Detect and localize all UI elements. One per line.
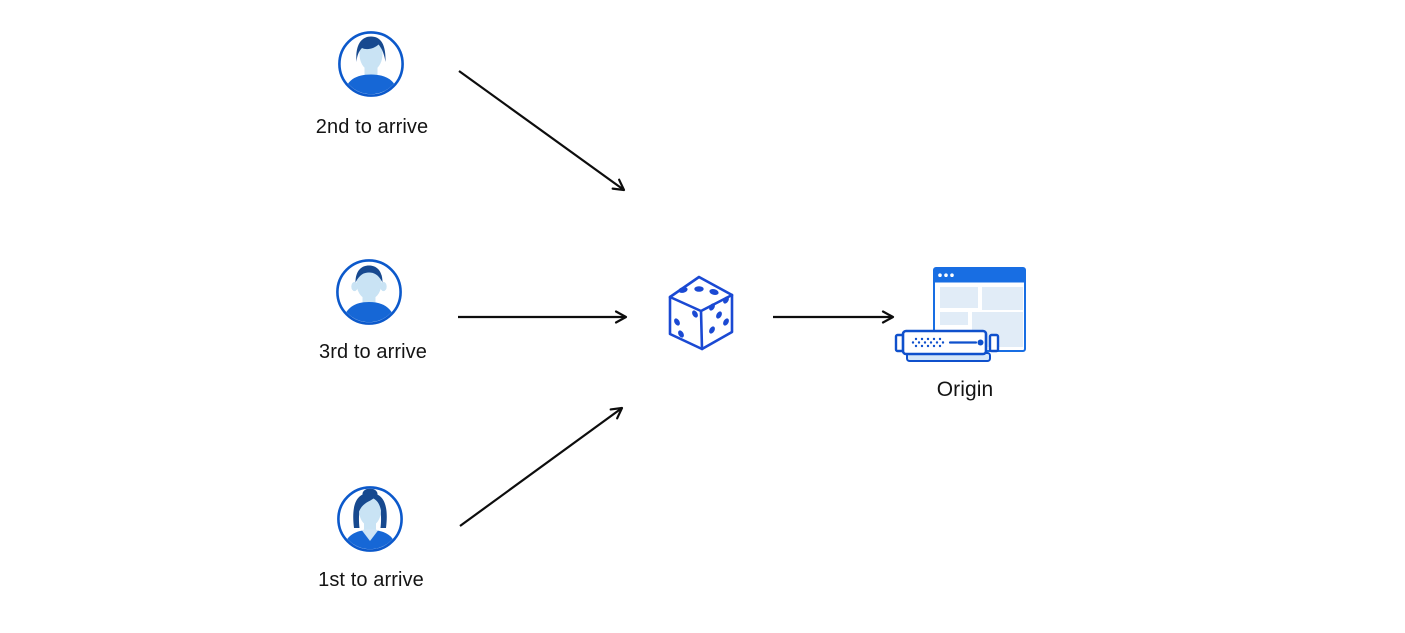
user-node-1st-to-arrive [337,486,403,552]
origin-label: Origin [936,378,994,401]
user-label-2nd-to-arrive: 2nd to arrive [315,116,429,138]
dice-icon [668,275,734,351]
server-vent-dots [911,337,945,348]
woman-bun-avatar-icon [337,486,403,552]
arrow-user1st-to-dice [459,406,624,527]
man-crop-avatar-icon [336,259,402,325]
arrow-user2nd-to-dice [458,70,626,192]
user-label-3rd-to-arrive: 3rd to arrive [318,341,427,363]
server-icon [894,329,1000,362]
server-indicator-light [977,339,984,346]
man-quiff-avatar-icon [338,31,404,97]
user-node-2nd-to-arrive [338,31,404,97]
randomizer-node [667,275,735,351]
user-node-3rd-to-arrive [336,259,402,325]
origin-server [894,329,1000,365]
user-label-1st-to-arrive: 1st to arrive [318,569,424,591]
